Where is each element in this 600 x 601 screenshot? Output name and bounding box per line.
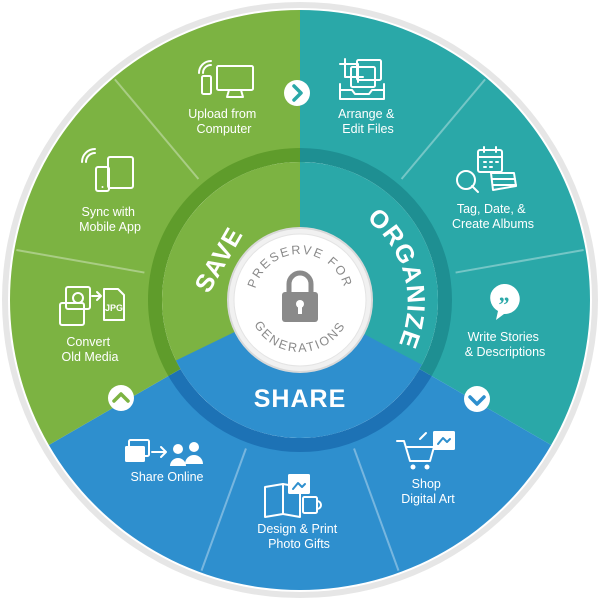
save-inner-shadow (147, 148, 300, 376)
shopping-cart-icon (396, 431, 455, 470)
media-conversion-icon (59, 286, 125, 326)
arrow-save-to-organize[interactable] (284, 80, 310, 106)
arrange-label-1: Arrange & (338, 107, 395, 121)
padlock-icon (282, 270, 318, 322)
svg-text:Sync with Mobile App: Sync with Mobile App (79, 205, 141, 234)
upload-label-2: Computer (197, 122, 252, 136)
chevron-up-icon (112, 392, 130, 403)
quote-bubble-icon: ” (490, 284, 520, 320)
separator-line (353, 448, 400, 571)
item-design[interactable]: Design & Print Photo Gifts (257, 474, 340, 551)
center-badge: PRESERVE FOR GENERATIONS (227, 227, 373, 373)
separator-line (400, 78, 486, 180)
design-label-1: Design & Print (257, 522, 337, 536)
chevron-right-icon (292, 84, 303, 102)
tag-calendar-album-icon (456, 146, 517, 193)
item-stories[interactable]: ” Write Stories & Descriptions (465, 284, 546, 359)
stories-label-2: & Descriptions (465, 345, 546, 359)
svg-text:Shop Digital Art: Shop Digital Art (401, 477, 455, 506)
item-convert[interactable]: JPG Convert Old Media (59, 286, 125, 364)
svg-text:Design & Print Photo Gif: Design & Print Photo Gifts (257, 522, 340, 551)
inner-ring (161, 162, 438, 438)
arrange-label-2: Edit Files (342, 122, 393, 136)
chevron-down-icon (468, 395, 486, 406)
design-label-2: Photo Gifts (268, 537, 330, 551)
svg-text:Upload from Computer: Upload from Computer (188, 107, 260, 136)
save-section[interactable] (161, 162, 305, 369)
svg-text:Write Stories & Descript: Write Stories & Descriptions (465, 330, 546, 359)
computer-upload-icon (198, 60, 254, 98)
svg-text:Tag, Date, & Create Albu: Tag, Date, & Create Albums (452, 202, 534, 231)
outer-ring (9, 10, 590, 590)
arrow-share-to-save[interactable] (108, 385, 134, 411)
share-online-label: Share Online (131, 470, 204, 484)
item-tag[interactable]: Tag, Date, & Create Albums (452, 146, 534, 231)
svg-text:Arrange & Edit Files: Arrange & Edit Files (338, 107, 398, 136)
share-people-icon (125, 439, 203, 466)
item-sync[interactable]: Sync with Mobile App (79, 148, 141, 234)
shop-label-2: Digital Art (401, 492, 455, 506)
share-section[interactable] (175, 331, 422, 438)
svg-text:Share Online: Share Online (131, 470, 204, 484)
svg-text:”: ” (499, 292, 510, 317)
svg-text:Convert Old Media: Convert Old Media (62, 335, 119, 364)
stories-label-1: Write Stories (468, 330, 539, 344)
save-outer-segment (9, 10, 300, 445)
crop-tray-icon (339, 58, 385, 100)
convert-label-1: Convert (66, 335, 110, 349)
shop-label-1: Shop (412, 477, 441, 491)
separator-line (114, 78, 200, 180)
sync-label-2: Mobile App (79, 220, 141, 234)
item-upload[interactable]: Upload from Computer (188, 60, 260, 136)
jpg-badge: JPG (105, 303, 123, 313)
upload-label-1: Upload from (188, 107, 256, 121)
item-share-online[interactable]: Share Online (125, 439, 204, 484)
share-title: SHARE (254, 385, 347, 413)
item-arrange[interactable]: Arrange & Edit Files (338, 58, 398, 136)
convert-label-2: Old Media (62, 350, 119, 364)
organize-inner-shadow (300, 148, 453, 376)
separator-line (16, 249, 145, 274)
ring-separators (16, 78, 584, 571)
separator-line (455, 249, 584, 274)
tag-label-2: Create Albums (452, 217, 534, 231)
photo-gifts-icon (264, 474, 322, 518)
sync-label-1: Sync with (82, 205, 136, 219)
arrow-organize-to-share[interactable] (464, 386, 490, 412)
share-inner-shadow (168, 369, 432, 452)
organize-section[interactable] (300, 162, 438, 378)
item-shop[interactable]: Shop Digital Art (396, 431, 455, 506)
mobile-devices-icon (81, 148, 134, 192)
organize-outer-segment (300, 10, 590, 445)
separator-line (200, 448, 247, 571)
tag-label-1: Tag, Date, & (457, 202, 526, 216)
